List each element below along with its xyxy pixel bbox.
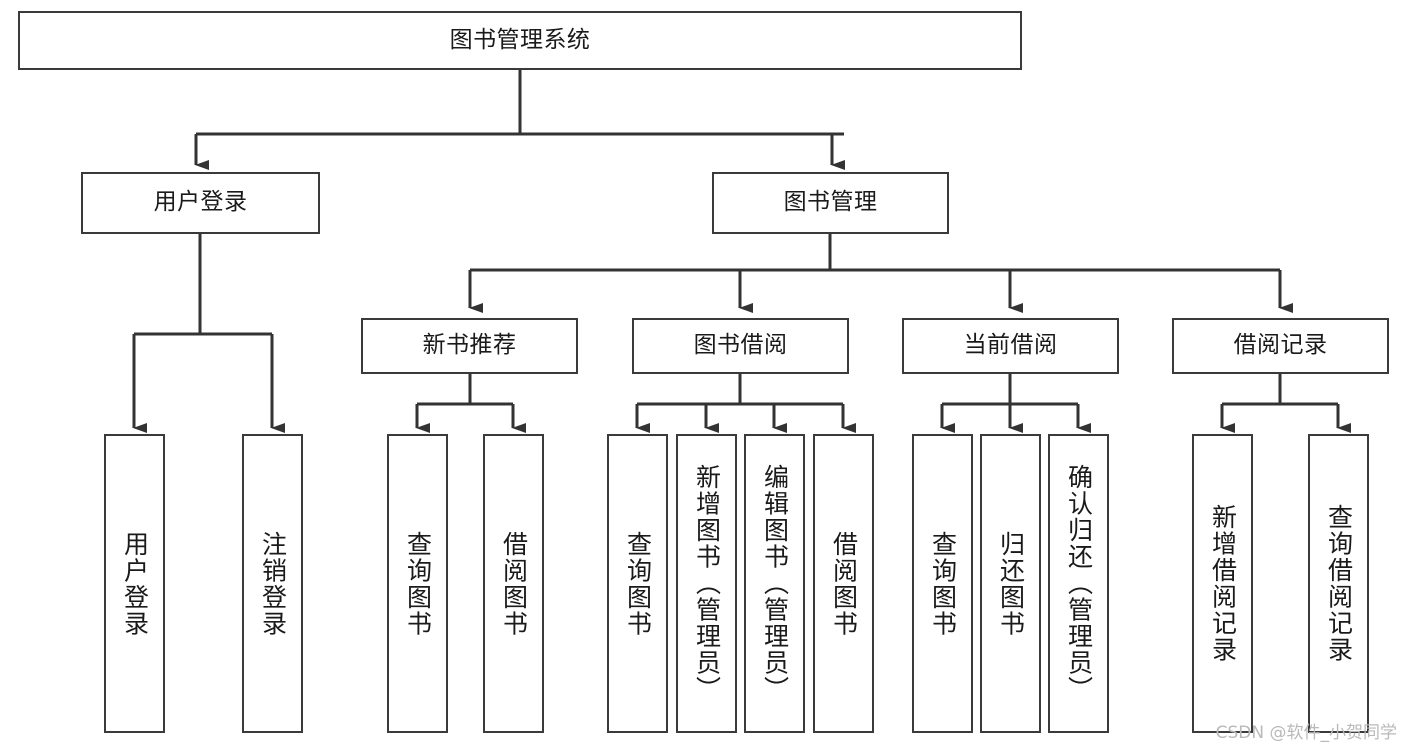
node-current-borrow[interactable]: 当前借阅 [902,318,1119,374]
leaf-current-borrow-return[interactable]: 归还图书 [980,434,1041,733]
leaf-user-login-login[interactable]: 用户登录 [104,434,165,733]
leaf-borrow-record-query-label: 查询借阅记录 [1324,504,1354,663]
node-user-login[interactable]: 用户登录 [81,172,320,234]
leaf-borrow-record-query[interactable]: 查询借阅记录 [1308,434,1369,733]
node-new-book-recommend[interactable]: 新书推荐 [361,318,578,374]
leaf-current-borrow-confirm-return-label: 确认归还（管理员） [1064,464,1094,703]
leaf-current-borrow-query-label: 查询图书 [928,530,958,637]
leaf-borrow-record-add-label: 新增借阅记录 [1208,504,1238,663]
leaf-borrow-record-add[interactable]: 新增借阅记录 [1192,434,1253,733]
node-borrow-record-label: 借阅记录 [1233,332,1328,359]
leaf-book-borrow-borrow-label: 借阅图书 [829,530,859,637]
node-borrow-record[interactable]: 借阅记录 [1172,318,1389,374]
node-book-borrow[interactable]: 图书借阅 [632,318,849,374]
leaf-book-borrow-edit[interactable]: 编辑图书（管理员） [744,434,805,733]
leaf-book-borrow-borrow[interactable]: 借阅图书 [813,434,874,733]
node-current-borrow-label: 当前借阅 [963,332,1058,359]
node-root-book-management-system[interactable]: 图书管理系统 [18,11,1022,70]
leaf-book-borrow-query[interactable]: 查询图书 [607,434,668,733]
node-book-management-label: 图书管理 [783,189,878,216]
leaf-book-borrow-query-label: 查询图书 [623,530,653,637]
leaf-user-login-login-label: 用户登录 [120,530,150,637]
node-book-borrow-label: 图书借阅 [693,332,788,359]
leaf-current-borrow-return-label: 归还图书 [996,530,1026,637]
leaf-new-book-borrow[interactable]: 借阅图书 [483,434,544,733]
node-new-book-recommend-label: 新书推荐 [422,332,517,359]
leaf-user-login-logout-label: 注销登录 [258,530,288,637]
leaf-new-book-query-label: 查询图书 [403,530,433,637]
node-book-management[interactable]: 图书管理 [712,172,949,234]
leaf-book-borrow-add[interactable]: 新增图书（管理员） [676,434,737,733]
leaf-new-book-borrow-label: 借阅图书 [499,530,529,637]
leaf-current-borrow-query[interactable]: 查询图书 [912,434,973,733]
leaf-new-book-query[interactable]: 查询图书 [387,434,448,733]
node-root-label: 图书管理系统 [449,26,591,53]
watermark-text: CSDN @软件_小贺同学 [1215,723,1397,743]
leaf-book-borrow-add-label: 新增图书（管理员） [692,464,722,703]
leaf-book-borrow-edit-label: 编辑图书（管理员） [760,464,790,703]
leaf-current-borrow-confirm-return[interactable]: 确认归还（管理员） [1048,434,1109,733]
leaf-user-login-logout[interactable]: 注销登录 [242,434,303,733]
node-user-login-label: 用户登录 [153,189,248,216]
